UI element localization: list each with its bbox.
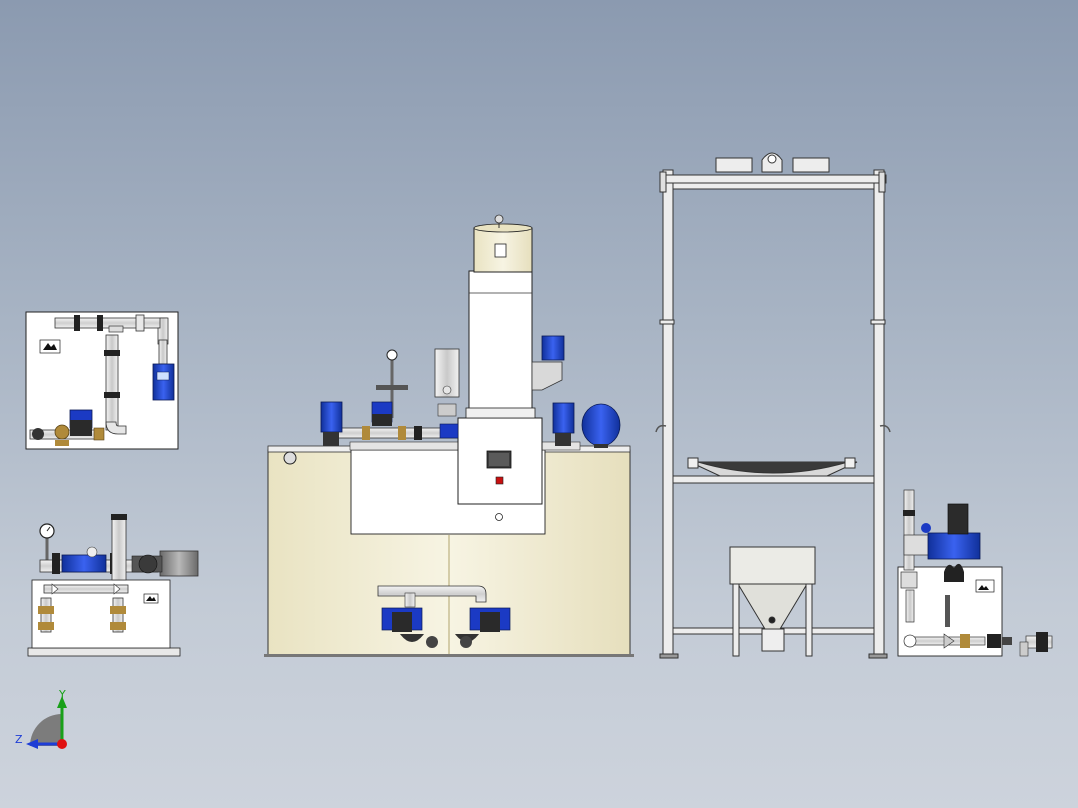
flowmeter-tube xyxy=(105,334,119,431)
hopper-column xyxy=(468,270,533,414)
blue-mixer xyxy=(61,554,107,573)
z-axis-arrow-icon xyxy=(26,739,38,749)
y-axis-label: Y xyxy=(58,688,66,701)
lifting-eye xyxy=(715,157,753,173)
dosing-pump xyxy=(927,532,981,560)
frame-top-beam xyxy=(659,174,887,184)
pump-motor xyxy=(159,550,199,577)
y-axis-arrow-icon xyxy=(57,696,67,708)
x-axis-point-icon xyxy=(57,739,67,749)
polymer-preparation-tank-system[interactable] xyxy=(264,214,634,657)
dosing-motor xyxy=(947,503,969,535)
axis-triad: Y Z xyxy=(15,688,67,749)
feeder-motor xyxy=(541,335,565,361)
emergency-stop-button[interactable] xyxy=(495,476,504,485)
agitator-motor-right xyxy=(552,402,575,434)
dosing-pump-skid[interactable] xyxy=(897,489,1053,657)
z-axis-label: Z xyxy=(15,733,23,746)
gauge-icon xyxy=(386,349,398,361)
frame-left-post xyxy=(662,169,674,658)
blue-controller xyxy=(152,363,175,401)
pressure-vessel xyxy=(581,403,621,447)
skid-pump-assembly[interactable] xyxy=(27,514,199,657)
frame-right-post xyxy=(873,169,885,658)
skid-base xyxy=(27,647,181,657)
bag-unloading-frame[interactable] xyxy=(655,152,891,659)
agitator-motor-left xyxy=(320,401,343,433)
feed-hopper xyxy=(729,546,816,585)
wall-panel-assembly[interactable] xyxy=(25,311,179,450)
